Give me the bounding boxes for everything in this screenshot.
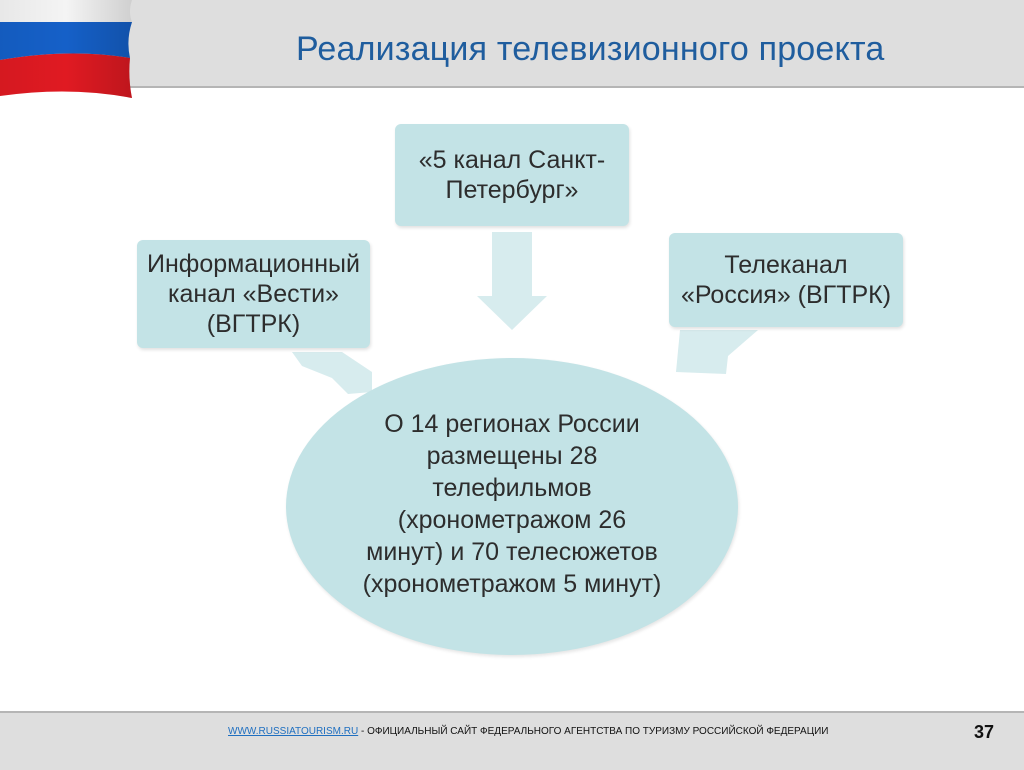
- channel-box-vesti: Информационный канал «Вести» (ВГТРК): [137, 240, 370, 348]
- channel-box-rossiya: Телеканал «Россия» (ВГТРК): [669, 233, 903, 327]
- page-number: 37: [974, 722, 995, 742]
- header-bar: Реализация телевизионного проекта: [0, 0, 1024, 98]
- center-line: (хронометражом 26: [397, 505, 627, 534]
- box-line: «5 канал Санкт-: [418, 146, 606, 174]
- footer-bar: [0, 711, 1024, 770]
- box-line: Информационный: [147, 250, 360, 278]
- arrow-down-right-icon: [292, 352, 372, 394]
- box-line: (ВГТРК): [206, 310, 301, 338]
- box-line: «Россия» (ВГТРК): [680, 281, 892, 309]
- footer-caption: WWW.RUSSIATOURISM.RU - ОФИЦИАЛЬНЫЙ САЙТ …: [228, 726, 829, 737]
- box-line: Телеканал: [724, 251, 848, 279]
- center-line: (хронометражом 5 минут): [362, 569, 662, 598]
- box-line: канал «Вести»: [168, 280, 339, 308]
- center-ellipse: О 14 регионах России размещены 28 телефи…: [286, 358, 738, 655]
- page-title: Реализация телевизионного проекта: [296, 30, 885, 68]
- russian-flag-icon: [0, 0, 132, 98]
- center-line: О 14 регионах России: [384, 409, 640, 438]
- footer-description: - ОФИЦИАЛЬНЫЙ САЙТ ФЕДЕРАЛЬНОГО АГЕНТСТВ…: [358, 726, 829, 737]
- arrow-down-icon: [477, 232, 547, 330]
- arrow-down-left-icon: [676, 330, 758, 374]
- box-line: Петербург»: [445, 176, 579, 204]
- center-text: О 14 регионах России размещены 28 телефи…: [342, 408, 682, 600]
- center-line: телефильмов: [432, 473, 592, 502]
- footer-link[interactable]: WWW.RUSSIATOURISM.RU: [228, 726, 359, 737]
- center-line: размещены 28: [426, 441, 598, 470]
- center-line: минут) и 70 телесюжетов: [366, 537, 658, 566]
- channel-box-5-kanal: «5 канал Санкт- Петербург»: [395, 124, 629, 226]
